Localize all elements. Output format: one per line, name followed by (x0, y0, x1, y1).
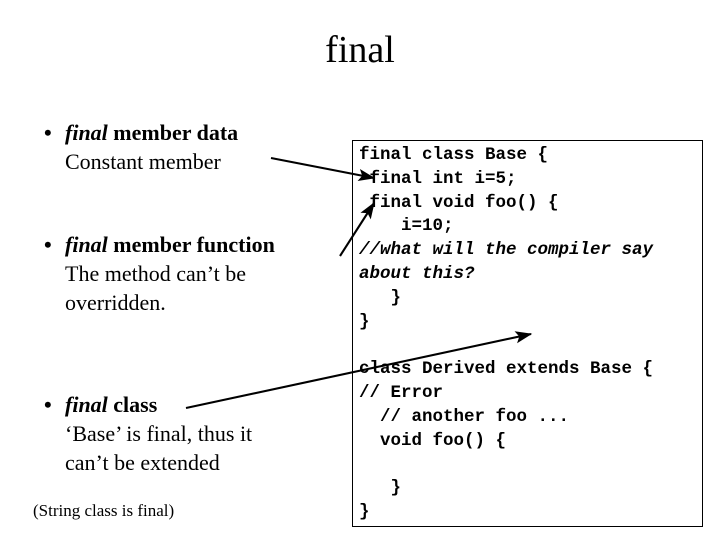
bullet-subline: ‘Base’ is final, thus it (65, 421, 253, 446)
bullet-dot-icon: • (44, 232, 52, 257)
code-line: } (359, 287, 402, 308)
bullet-keyword: final (65, 120, 108, 145)
bullet-dot-icon: • (44, 392, 52, 417)
code-line: } (359, 478, 402, 499)
bullet-heading: • final member data (30, 118, 238, 147)
bullet-keyword: final (65, 392, 108, 417)
code-line-blank (359, 334, 702, 358)
code-listing-box: final class Base { final int i=5; final … (352, 140, 703, 527)
footnote-text: (String class is final) (33, 501, 175, 520)
bullet-item-final-member-data: • final member data Constant member (30, 118, 238, 176)
bullet-dot-icon: • (44, 120, 52, 145)
code-line: // another foo ... (359, 406, 570, 427)
bullet-subline: Constant member (65, 149, 221, 174)
code-line: final void foo() { (359, 192, 559, 213)
bullet-subline: can’t be extended (65, 450, 220, 475)
code-line: about this? (359, 263, 475, 284)
bullet-heading: • final member function (30, 230, 275, 259)
code-listing-lines: final class Base { final int i=5; final … (359, 144, 702, 525)
bullet-item-final-member-function: • final member function The method can’t … (30, 230, 275, 317)
page-title: final (325, 29, 395, 71)
bullet-heading: • final class (30, 390, 252, 419)
code-line-blank (359, 453, 702, 477)
code-line: } (359, 311, 370, 332)
bullet-heading-rest: member data (107, 120, 239, 145)
bullet-item-final-class: • final class ‘Base’ is final, thus it ca… (30, 390, 252, 477)
code-line: final class Base { (359, 145, 549, 165)
code-line: class Derived extends Base { (359, 359, 654, 380)
bullet-subline: The method can’t be (65, 261, 247, 286)
code-line: i=10; (359, 216, 454, 237)
code-line: //what will the compiler say (359, 240, 654, 261)
code-line: } (359, 501, 370, 522)
bullet-subline: overridden. (65, 290, 166, 315)
bullet-keyword: final (65, 232, 108, 257)
bullet-heading-rest: class (107, 392, 158, 417)
code-line: void foo() { (359, 430, 507, 451)
bullet-heading-rest: member function (107, 232, 275, 257)
code-line: // Error (359, 382, 444, 403)
code-line: final int i=5; (359, 168, 517, 189)
